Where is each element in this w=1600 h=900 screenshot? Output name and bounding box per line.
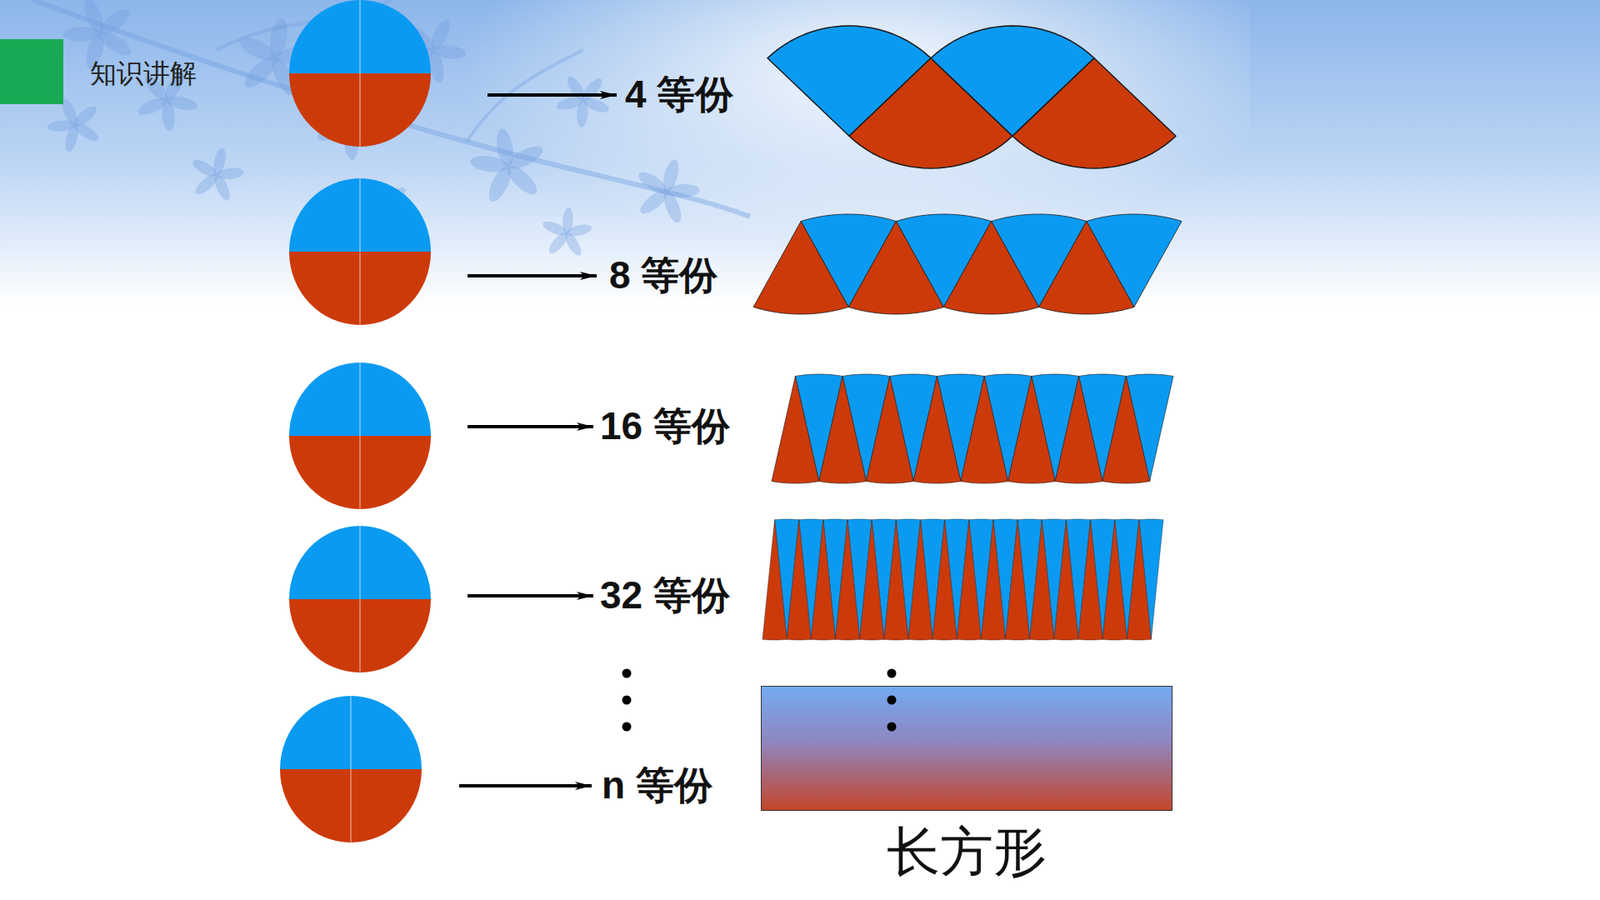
dot bbox=[622, 695, 632, 705]
circle-sector bbox=[884, 520, 909, 640]
leaf-decoration bbox=[33, 0, 750, 260]
dot bbox=[887, 695, 897, 705]
circle-sector bbox=[908, 520, 933, 640]
circle-sector bbox=[956, 520, 981, 640]
leaf-lobe bbox=[192, 170, 220, 198]
circle-sector bbox=[771, 375, 820, 484]
sector-row bbox=[767, 25, 1176, 169]
leaf-lobe bbox=[63, 25, 101, 42]
circle-sector bbox=[865, 375, 914, 484]
leaf-lobe bbox=[635, 168, 670, 198]
circle-divider bbox=[359, 362, 361, 510]
circle-sector bbox=[762, 520, 787, 640]
division-label: 8 等份 bbox=[609, 250, 718, 302]
circle-sector bbox=[1054, 520, 1079, 640]
sector-row bbox=[762, 519, 1164, 640]
leaf-lobe bbox=[540, 218, 569, 238]
circle-sector bbox=[810, 520, 835, 640]
circle-sector bbox=[1078, 520, 1103, 640]
circle-divider bbox=[359, 178, 361, 325]
circle-divider bbox=[359, 525, 361, 673]
circle-sector bbox=[943, 220, 1039, 315]
circle-sector bbox=[786, 520, 811, 640]
leaf-lobe bbox=[235, 32, 280, 66]
circle-sector bbox=[1008, 375, 1056, 484]
circle-sector bbox=[819, 375, 867, 484]
division-label: n 等份 bbox=[601, 760, 713, 812]
sector-row bbox=[771, 374, 1174, 484]
rectangle-shape bbox=[760, 685, 1173, 811]
header-marker bbox=[0, 39, 64, 105]
circle-sector bbox=[1039, 220, 1135, 315]
arrow bbox=[459, 784, 592, 788]
circle-sector bbox=[1102, 375, 1150, 484]
circle-sector bbox=[913, 375, 961, 484]
division-label: 16 等份 bbox=[600, 400, 730, 453]
dot bbox=[622, 722, 632, 732]
leaf-lobe bbox=[469, 153, 510, 175]
arrow bbox=[467, 425, 594, 429]
circle-sector bbox=[1005, 520, 1030, 640]
circle-sector bbox=[1055, 375, 1103, 484]
sky-glow bbox=[416, 0, 1250, 350]
circle-sector bbox=[1102, 520, 1127, 640]
circle-sector bbox=[753, 220, 849, 315]
division-label: 4 等份 bbox=[625, 69, 734, 121]
circle-sector bbox=[1126, 520, 1151, 640]
circle-sector bbox=[1030, 520, 1055, 640]
sector-row bbox=[753, 214, 1182, 315]
rectangle-result: 长方形 bbox=[760, 685, 1173, 881]
circle-sector bbox=[960, 375, 1009, 484]
circle-divider bbox=[359, 0, 361, 147]
arrow bbox=[467, 594, 594, 598]
circle-divider bbox=[350, 695, 352, 843]
shape-caption: 长方形 bbox=[760, 822, 1173, 881]
dot bbox=[622, 669, 632, 679]
arrow bbox=[467, 274, 597, 278]
division-label: 32 等份 bbox=[600, 570, 730, 622]
circle-sector bbox=[932, 520, 957, 640]
slide-heading: 知识讲解 bbox=[90, 55, 197, 93]
leaf-lobe bbox=[564, 74, 589, 104]
arrow bbox=[487, 93, 617, 97]
circle-sector bbox=[1012, 58, 1176, 169]
dot bbox=[887, 669, 897, 679]
circle-sector bbox=[835, 520, 860, 640]
circle-sector bbox=[860, 520, 885, 640]
circle-sector bbox=[980, 520, 1005, 640]
dot bbox=[887, 722, 897, 732]
circle-sector bbox=[848, 220, 944, 315]
